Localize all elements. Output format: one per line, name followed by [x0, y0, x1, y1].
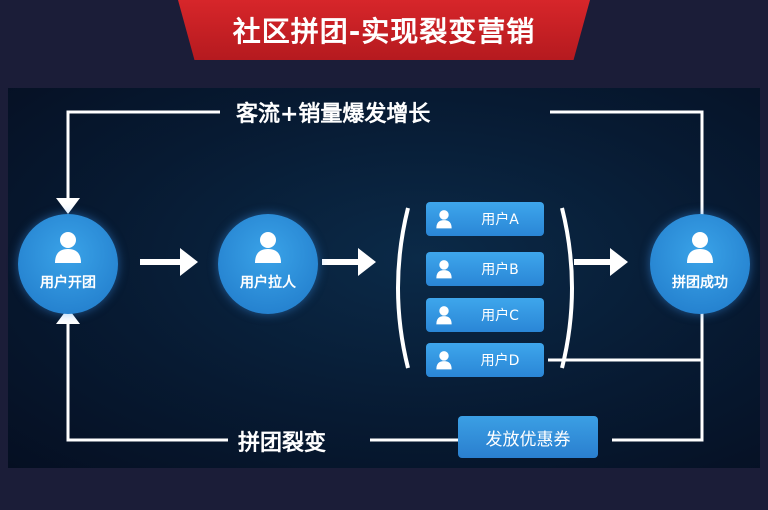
- top-loop-line-left: [66, 110, 220, 200]
- node-success: 拼团成功: [650, 214, 750, 314]
- page-title: 社区拼团-实现裂变营销: [232, 15, 536, 48]
- arrow-down-icon: [56, 198, 80, 214]
- user-box-b: 用户B: [426, 252, 544, 286]
- bottom-loop-line-left: [66, 322, 228, 442]
- user-label: 用户A: [481, 212, 519, 228]
- node-invite: 用户拉人: [218, 214, 318, 314]
- diagram-panel: [8, 88, 760, 468]
- user-label: 用户D: [480, 353, 520, 369]
- title-banner: [178, 0, 590, 60]
- node-label: 用户开团: [40, 275, 96, 291]
- top-loop-line-right: [550, 110, 704, 228]
- bottom-strip: [0, 470, 768, 510]
- person-icon: [436, 306, 452, 325]
- arrow-up-icon: [56, 308, 80, 324]
- arrow-right-icon: [180, 248, 198, 276]
- user-box-c: 用户C: [426, 298, 544, 332]
- bracket-icon: [396, 207, 410, 369]
- person-icon: [687, 232, 713, 263]
- node-label: 拼团成功: [672, 275, 728, 291]
- user-label: 用户C: [481, 308, 519, 324]
- person-icon: [436, 351, 452, 370]
- coupon-box: 发放优惠券: [458, 416, 598, 458]
- user-label: 用户B: [481, 262, 519, 278]
- node-open-group: 用户开团: [18, 214, 118, 314]
- node-label: 用户拉人: [240, 275, 296, 291]
- bracket-icon: [560, 207, 574, 369]
- bottom-flow-text: 拼团裂变: [238, 431, 327, 456]
- person-icon: [436, 210, 452, 229]
- user-box-d: 用户D: [426, 343, 544, 377]
- top-flow-text: 客流+销量爆发增长: [236, 102, 431, 127]
- arrow-right-icon: [358, 248, 376, 276]
- person-icon: [436, 260, 452, 279]
- user-box-a: 用户A: [426, 202, 544, 236]
- person-icon: [55, 232, 81, 263]
- bottom-loop-line-right: [612, 308, 704, 442]
- arrow-right-icon: [610, 248, 628, 276]
- person-icon: [255, 232, 281, 263]
